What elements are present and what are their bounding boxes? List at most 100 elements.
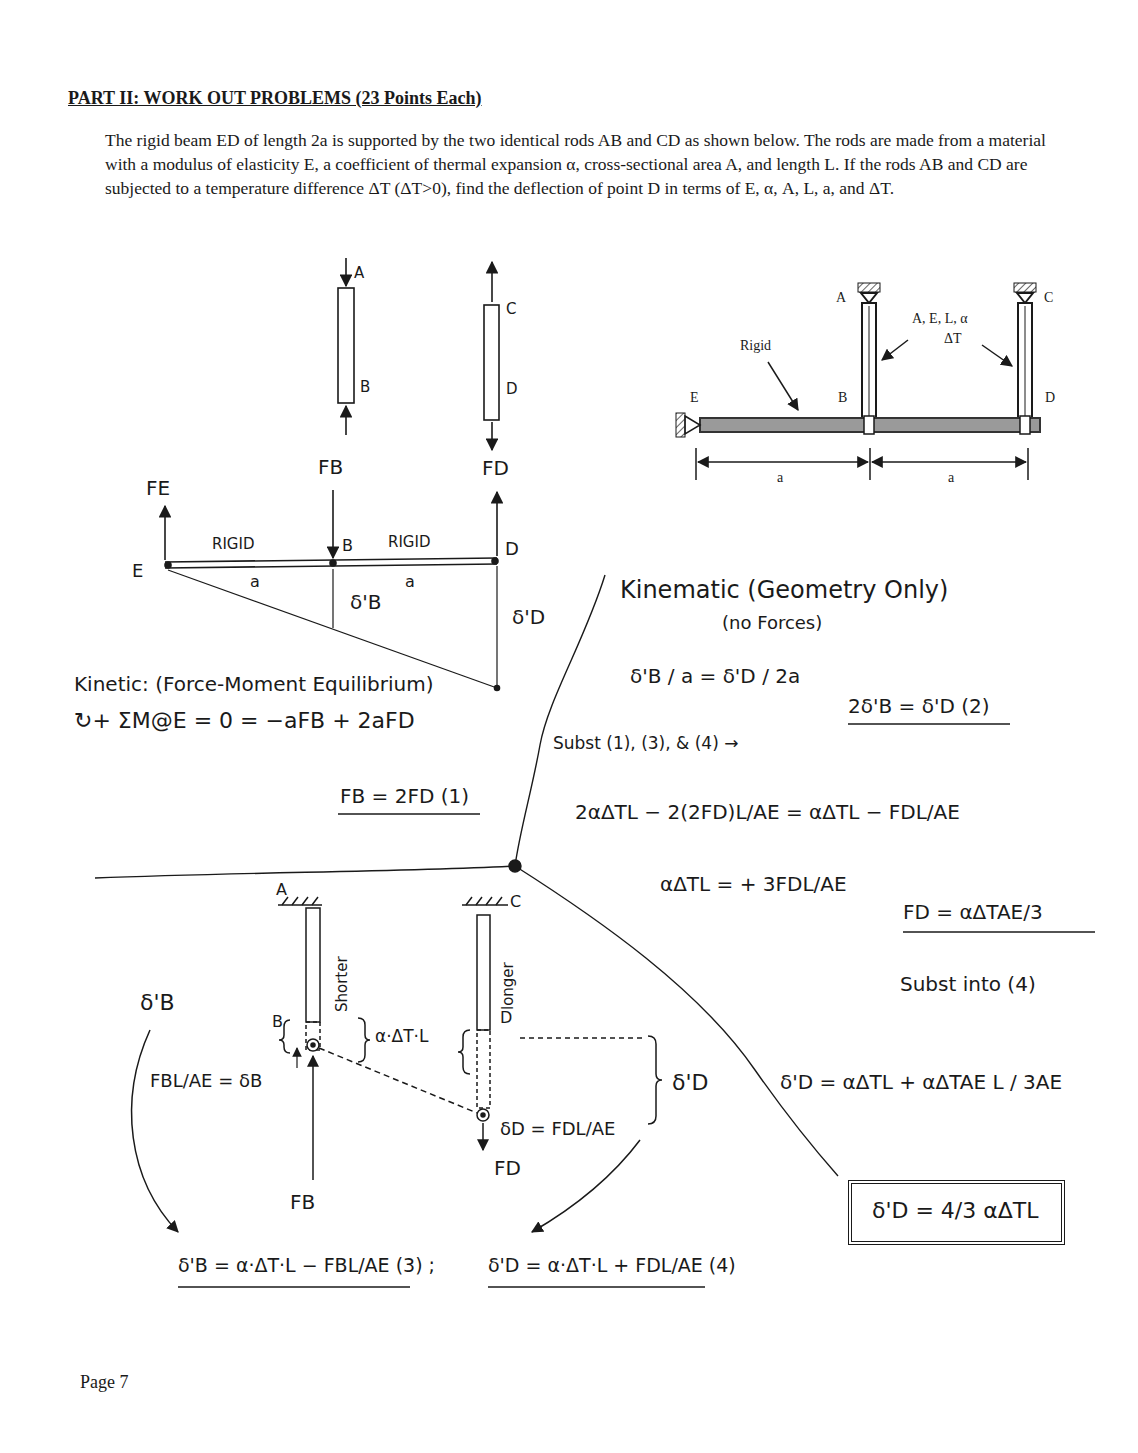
printed-text: a — [948, 470, 954, 487]
underline — [178, 724, 1095, 1287]
handwritten-note: E — [132, 560, 143, 582]
deformation-sketch — [481, 1113, 485, 1117]
deformation-sketch — [532, 1140, 640, 1232]
handwritten-note: a — [405, 572, 415, 591]
handwritten-note: FB — [318, 455, 343, 479]
printed-figure — [869, 306, 870, 428]
handwritten-note: D — [506, 380, 518, 398]
deformation-sketch — [358, 1018, 370, 1062]
handwritten-note: Kinematic (Geometry Only) — [620, 576, 948, 605]
printed-text: a — [777, 470, 783, 487]
deformation-sketch — [466, 897, 502, 905]
free-body-diagram — [332, 490, 334, 558]
handwritten-note: C — [510, 892, 521, 911]
free-body-diagram — [495, 686, 500, 691]
free-body-diagram — [496, 566, 497, 688]
handwritten-note: δ'D — [512, 605, 545, 629]
deformation-sketch — [306, 908, 320, 1022]
deformation-sketch — [278, 904, 322, 906]
handwritten-note: B — [360, 378, 370, 396]
free-body-diagram — [492, 558, 498, 564]
printed-figure — [676, 283, 1040, 480]
free-body-diagram — [330, 560, 336, 566]
printed-figure — [864, 416, 874, 434]
deformation-sketch — [477, 915, 490, 1030]
underline — [903, 931, 1095, 932]
printed-figure — [1017, 293, 1033, 303]
handwritten-note: δ'B / a = δ'D / 2a — [630, 664, 800, 688]
answer-box: δ'D = 4/3 αΔTL — [848, 1180, 1065, 1245]
printed-figure — [676, 413, 685, 437]
handwritten-note: αΔTL = + 3FDL/AE — [660, 872, 847, 896]
deformation-sketch — [282, 897, 318, 905]
deformation-sketch — [312, 1056, 314, 1180]
deformation-sketch — [319, 1048, 477, 1113]
handwritten-note: FB = 2FD (1) — [340, 784, 469, 808]
handwritten-note: A — [354, 264, 364, 282]
printed-figure — [869, 448, 871, 480]
handwritten-note: B — [272, 1012, 283, 1031]
printed-figure — [698, 461, 868, 463]
divider-line — [509, 860, 521, 872]
free-body-diagram — [332, 569, 333, 628]
printed-figure — [882, 340, 908, 360]
printed-figure — [1027, 448, 1029, 480]
divider-line — [95, 866, 515, 878]
free-body-diagram — [345, 258, 347, 286]
deformation-sketch — [306, 1022, 320, 1050]
handwritten-note: D — [505, 538, 519, 560]
page-heading: PART II: WORK OUT PROBLEMS (23 Points Ea… — [68, 88, 482, 110]
free-body-diagram — [345, 406, 347, 435]
handwritten-note: FE — [146, 476, 170, 500]
printed-figure — [861, 293, 877, 303]
deformation-sketch — [311, 1043, 315, 1047]
deformation-sketch — [477, 1030, 490, 1108]
printed-text: Rigid — [740, 338, 771, 355]
deformation-sketch — [296, 1048, 297, 1068]
handwritten-note: 2δ'B = δ'D (2) — [848, 694, 989, 718]
handwritten-note: FB — [290, 1190, 315, 1214]
printed-text: C — [1044, 290, 1053, 307]
handwritten-note: α·ΔT·L — [375, 1026, 429, 1046]
printed-figure — [1025, 306, 1026, 428]
free-body-diagram — [164, 506, 166, 560]
handwritten-note: Subst into (4) — [900, 972, 1036, 996]
printed-figure — [695, 448, 697, 480]
handwritten-note: δ'D = αΔTL + αΔTAE L / 3AE — [780, 1070, 1062, 1094]
printed-text: E — [690, 390, 699, 407]
handwritten-note: δD = FDL/AE — [500, 1118, 615, 1140]
free-body-diagram — [168, 570, 497, 688]
deformation-sketch — [482, 1123, 484, 1150]
handwritten-note: RIGID — [388, 533, 430, 551]
free-body-diagram — [491, 422, 493, 450]
printed-text: ΔT — [944, 331, 962, 348]
deformation-sketch — [458, 1030, 470, 1074]
printed-text: The rigid beam ED of length 2a is suppor… — [105, 128, 1065, 200]
printed-figure — [872, 461, 1026, 463]
printed-figure — [858, 283, 880, 292]
deformation-sketch — [307, 1039, 319, 1051]
free-body-diagram — [491, 262, 493, 302]
handwritten-note: FBL/AE = δB — [150, 1070, 262, 1092]
handwritten-note: a — [250, 572, 260, 591]
handwritten-note: δ'D = α·ΔT·L + FDL/AE (4) — [488, 1254, 736, 1277]
handwritten-note: RIGID — [212, 535, 254, 553]
free-body-diagram — [496, 492, 498, 556]
printed-text: A, E, L, α — [912, 311, 968, 328]
handwritten-note: δ'B — [350, 590, 381, 614]
handwritten-note: A — [276, 880, 287, 899]
deformation-sketch — [477, 1109, 489, 1121]
underline — [178, 1286, 410, 1287]
printed-figure — [1014, 283, 1036, 292]
printed-text: Page 7 — [80, 1372, 129, 1394]
underline — [488, 1286, 705, 1287]
handwritten-note: δ'B — [140, 990, 175, 1016]
free-body-diagram — [484, 305, 499, 420]
handwritten-note: Shorter — [333, 956, 351, 1012]
deformation-sketch — [648, 1036, 662, 1124]
printed-figure — [685, 416, 700, 434]
printed-figure — [768, 362, 798, 410]
handwritten-note: C — [506, 300, 516, 318]
handwritten-note: longer — [499, 962, 517, 1010]
